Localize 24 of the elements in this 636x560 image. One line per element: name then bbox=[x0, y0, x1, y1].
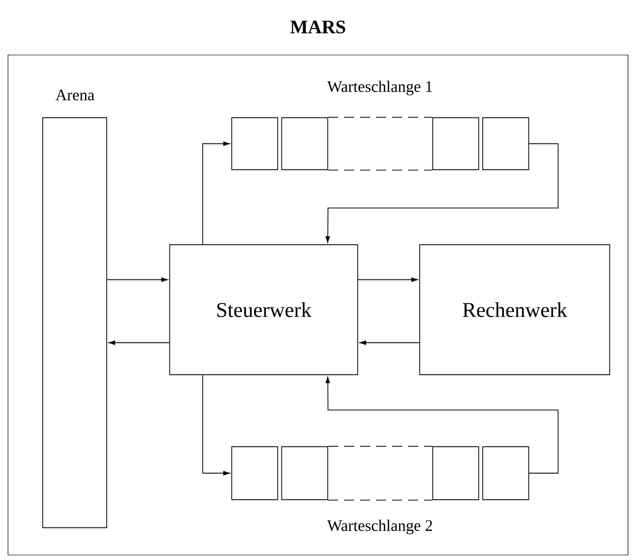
queue-cell bbox=[281, 117, 328, 170]
box-heading: Arena bbox=[56, 90, 94, 100]
queue-cell bbox=[482, 446, 530, 500]
arrow bbox=[360, 340, 420, 345]
queue-label: Warteschlange 1 bbox=[327, 80, 432, 96]
title: MARS bbox=[290, 20, 346, 34]
queue-cell bbox=[432, 446, 480, 500]
queue-cell bbox=[482, 117, 530, 170]
arrow bbox=[108, 340, 170, 345]
arrow bbox=[106, 277, 168, 282]
unit-box: Rechenwerk bbox=[419, 244, 610, 376]
arrow bbox=[326, 376, 558, 474]
queue-cell bbox=[231, 117, 278, 170]
arrow bbox=[202, 141, 230, 245]
queue-cell bbox=[281, 446, 328, 500]
arrow bbox=[326, 143, 558, 243]
queue-cell bbox=[231, 446, 278, 500]
dashed-line bbox=[328, 446, 433, 447]
queue-label: Warteschlange 2 bbox=[327, 520, 432, 534]
dashed-line bbox=[328, 116, 433, 118]
unit-box: Steuerwerk bbox=[169, 244, 358, 376]
arrow bbox=[202, 374, 230, 476]
queue-cell bbox=[432, 117, 480, 170]
arrow bbox=[358, 277, 418, 282]
